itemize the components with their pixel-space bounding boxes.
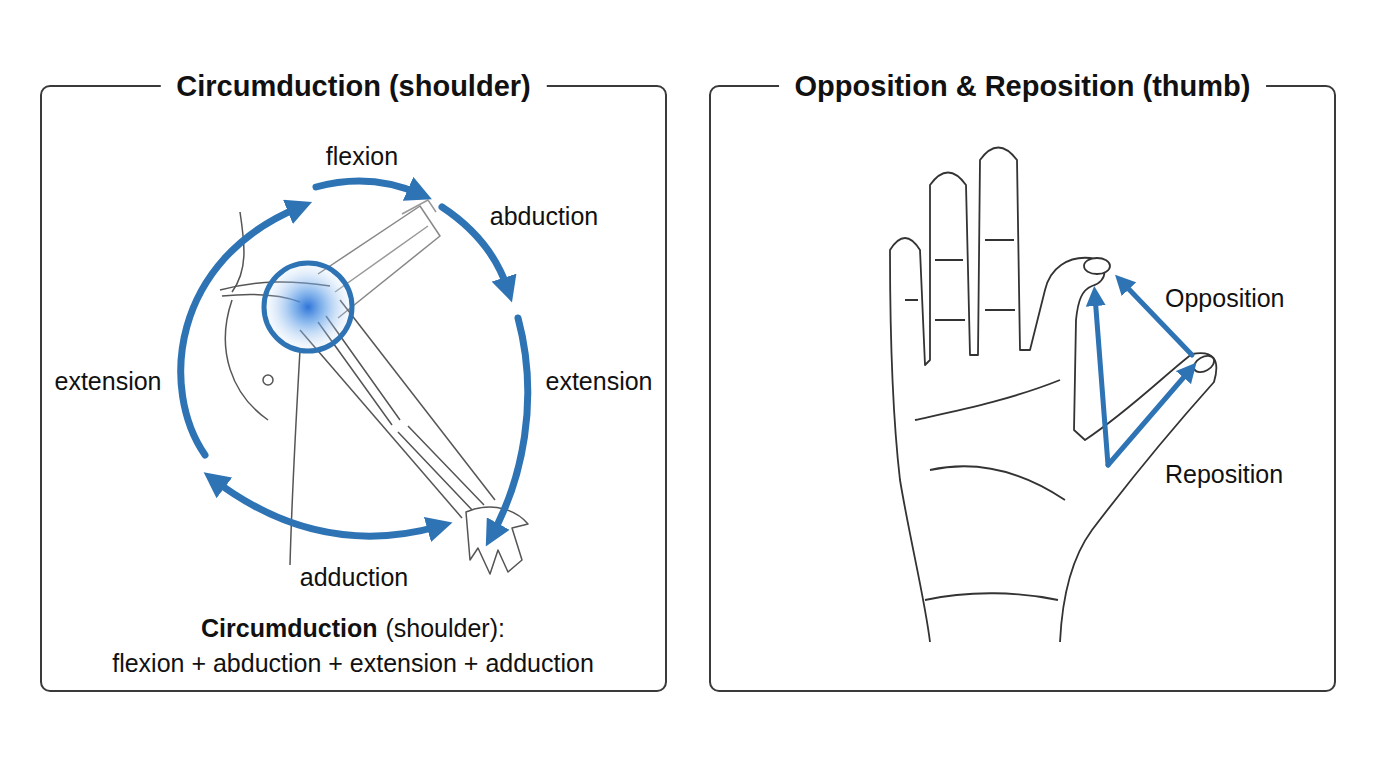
arm-outline (300, 330, 462, 518)
motion-label: flexion + abduction + extension + adduct… (112, 648, 594, 678)
palm-crease (915, 380, 1060, 420)
motion-label: extension (545, 366, 652, 396)
rib-mark (263, 375, 273, 385)
circumduction-arrows (181, 181, 528, 536)
torso-edge (225, 300, 268, 420)
motion-label: adduction (300, 562, 408, 592)
scapula (222, 294, 300, 302)
neck-line (232, 212, 244, 292)
motion-label: extension (54, 366, 161, 396)
arm-outline (340, 300, 495, 500)
caption-text: (shoulder): (385, 613, 505, 643)
humerus (318, 316, 400, 425)
extension-arrow (492, 318, 528, 535)
panel-title: Circumduction (shoulder) (160, 68, 546, 104)
caption-text: Circumduction (201, 613, 377, 643)
palm-crease (930, 466, 1065, 500)
hand-illustration (890, 148, 1217, 643)
clavicle (220, 282, 330, 290)
torso-side (290, 350, 300, 565)
motion-label: Opposition (1165, 283, 1285, 313)
raised-arm (318, 206, 440, 318)
motion-label: Reposition (1165, 459, 1283, 489)
adduction-arrow (214, 480, 440, 536)
raised-arm-bone (335, 226, 428, 292)
shoulder-joint (264, 263, 352, 351)
flexion-arrow (316, 181, 420, 194)
finger-creases (905, 240, 1015, 320)
hand-outline (890, 148, 1216, 643)
hand (466, 507, 528, 574)
motion-label: abduction (490, 201, 598, 231)
thumb-nail (1191, 352, 1217, 375)
panel-title: Opposition & Reposition (thumb) (779, 68, 1267, 104)
caption-line: Circumduction (shoulder): (201, 613, 505, 643)
reposition-arrow (1095, 296, 1108, 465)
finger-nail (1084, 258, 1110, 274)
shoulder-illustration (220, 200, 528, 574)
reposition-arrow (1108, 370, 1190, 465)
extension-arrow (181, 207, 300, 455)
motion-label: flexion (326, 141, 398, 171)
forearm-bones (398, 426, 484, 512)
raised-arm-end (402, 200, 436, 214)
wrist-crease (925, 593, 1058, 600)
panel: Opposition & Reposition (thumb) (709, 85, 1336, 692)
